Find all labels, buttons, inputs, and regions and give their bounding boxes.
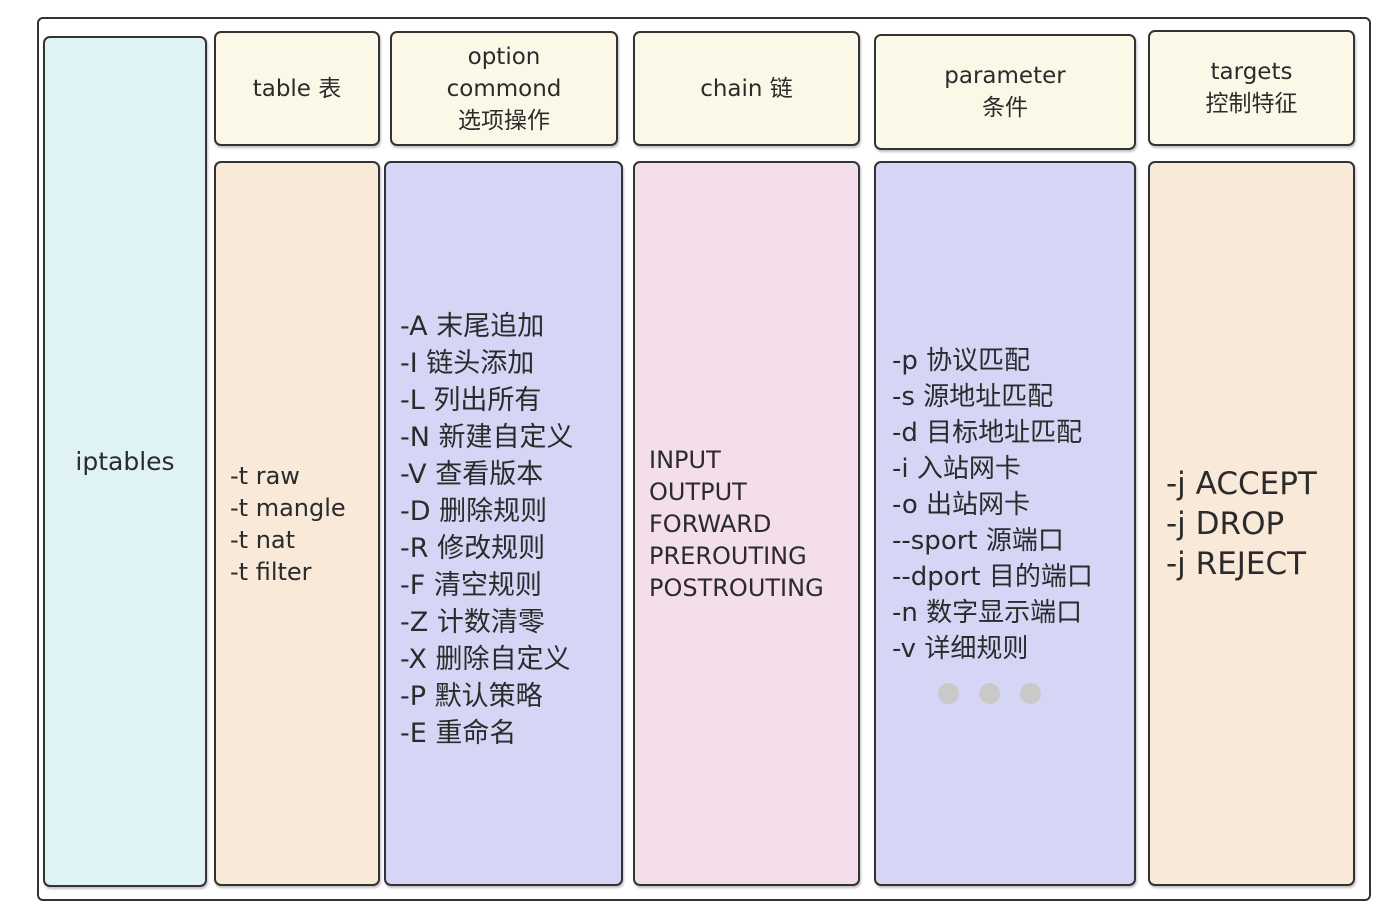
- parameter-item: -n 数字显示端口: [892, 598, 1083, 628]
- parameter-item: -v 详细规则: [892, 634, 1029, 664]
- targets-header-line-2: 控制特征: [1205, 91, 1298, 117]
- chain-header: chain 链: [633, 31, 860, 146]
- option-item: -Z 计数清零: [400, 606, 545, 638]
- more-dots-icon: [938, 683, 1134, 704]
- table-item: -t nat: [230, 525, 296, 554]
- chain-item: FORWARD: [649, 509, 772, 538]
- table-header: table 表: [214, 31, 380, 146]
- option-item: -R 修改规则: [400, 532, 546, 564]
- chain-item: POSTROUTING: [649, 573, 824, 602]
- chain-item: INPUT: [649, 445, 721, 474]
- option-item: -D 删除规则: [400, 495, 548, 527]
- table-list: -t raw -t mangle -t nat -t filter: [214, 161, 380, 886]
- table-item: -t mangle: [230, 493, 346, 522]
- parameter-item: -o 出站网卡: [892, 490, 1031, 520]
- dot-icon: [1020, 683, 1041, 704]
- chain-header-line-1: chain 链: [700, 75, 793, 102]
- parameter-item: -i 入站网卡: [892, 454, 1021, 484]
- option-header-line-2: commond: [446, 75, 562, 102]
- table-item: -t filter: [230, 557, 312, 586]
- chain-list: INPUT OUTPUT FORWARD PREROUTING POSTROUT…: [633, 161, 860, 886]
- option-item: -X 删除自定义: [400, 643, 571, 675]
- table-header-line-1: table 表: [252, 75, 342, 102]
- parameter-item: -d 目标地址匹配: [892, 418, 1083, 448]
- parameter-header: parameter 条件: [874, 34, 1136, 150]
- dot-icon: [938, 683, 959, 704]
- option-item: -E 重命名: [400, 717, 517, 749]
- chain-item: PREROUTING: [649, 541, 807, 570]
- parameter-item: -p 协议匹配: [892, 346, 1031, 376]
- targets-item: -j ACCEPT: [1166, 465, 1317, 502]
- iptables-title-box: iptables: [43, 36, 207, 887]
- option-item: -V 查看版本: [400, 458, 544, 490]
- option-item: -N 新建自定义: [400, 421, 574, 453]
- targets-list: -j ACCEPT -j DROP -j REJECT: [1148, 161, 1355, 886]
- parameter-item: --sport 源端口: [892, 526, 1064, 556]
- iptables-title: iptables: [75, 447, 175, 476]
- option-header-line-3: 选项操作: [458, 107, 550, 134]
- parameter-item: --dport 目的端口: [892, 562, 1093, 592]
- dot-icon: [979, 683, 1000, 704]
- parameter-list: -p 协议匹配 -s 源地址匹配 -d 目标地址匹配 -i 入站网卡 -o 出站…: [874, 161, 1136, 886]
- option-header: option commond 选项操作: [390, 31, 618, 146]
- option-item: -P 默认策略: [400, 680, 543, 712]
- table-item: -t raw: [230, 461, 300, 490]
- targets-item: -j DROP: [1166, 505, 1285, 542]
- parameter-header-line-1: parameter: [944, 63, 1066, 89]
- chain-item: OUTPUT: [649, 477, 747, 506]
- option-item: -F 清空规则: [400, 569, 542, 601]
- parameter-header-line-2: 条件: [982, 95, 1028, 121]
- parameter-item: -s 源地址匹配: [892, 382, 1054, 412]
- targets-header-line-1: targets: [1210, 59, 1293, 85]
- option-item: -I 链头添加: [400, 347, 535, 379]
- option-list: -A 末尾追加 -I 链头添加 -L 列出所有 -N 新建自定义 -V 查看版本…: [384, 161, 623, 886]
- option-header-line-1: option: [467, 43, 541, 70]
- targets-header: targets 控制特征: [1148, 30, 1355, 146]
- option-item: -L 列出所有: [400, 384, 542, 416]
- targets-item: -j REJECT: [1166, 545, 1307, 582]
- option-item: -A 末尾追加: [400, 310, 545, 342]
